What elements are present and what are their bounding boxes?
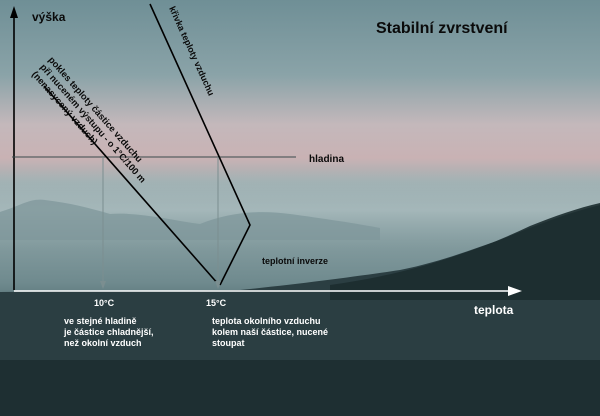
ground-shadow bbox=[0, 360, 600, 416]
guide-10c-arrow bbox=[100, 281, 106, 289]
inversion-label: teplotní inverze bbox=[262, 256, 328, 266]
y-axis-arrow bbox=[10, 6, 18, 18]
note-left-line-1: ve stejné hladině bbox=[64, 316, 137, 326]
y-axis-label: výška bbox=[32, 10, 66, 24]
note-left-line-2: je částice chladnější, bbox=[63, 327, 154, 337]
note-right-line-2: kolem naší částice, nucené bbox=[212, 327, 328, 337]
temp-10-label: 10°C bbox=[94, 298, 115, 308]
diagram-title: Stabilní zvrstvení bbox=[376, 20, 508, 37]
note-right-line-1: teplota okolního vzduchu bbox=[212, 316, 321, 326]
x-axis-arrow bbox=[508, 286, 522, 296]
note-right: teplota okolního vzduchu kolem naší část… bbox=[212, 316, 328, 348]
x-axis-label: teplota bbox=[474, 303, 514, 317]
level-label: hladina bbox=[309, 154, 344, 165]
note-left: ve stejné hladině je částice chladnější,… bbox=[63, 316, 154, 348]
temp-15-label: 15°C bbox=[206, 298, 227, 308]
parcel-temperature-line bbox=[43, 85, 220, 286]
note-left-line-3: než okolní vzduch bbox=[64, 338, 142, 348]
note-right-line-3: stoupat bbox=[212, 338, 245, 348]
tree-line bbox=[330, 203, 600, 300]
guide-15c-arrow bbox=[215, 281, 221, 289]
distant-hills bbox=[0, 199, 380, 240]
air-temperature-curve bbox=[149, 3, 251, 286]
